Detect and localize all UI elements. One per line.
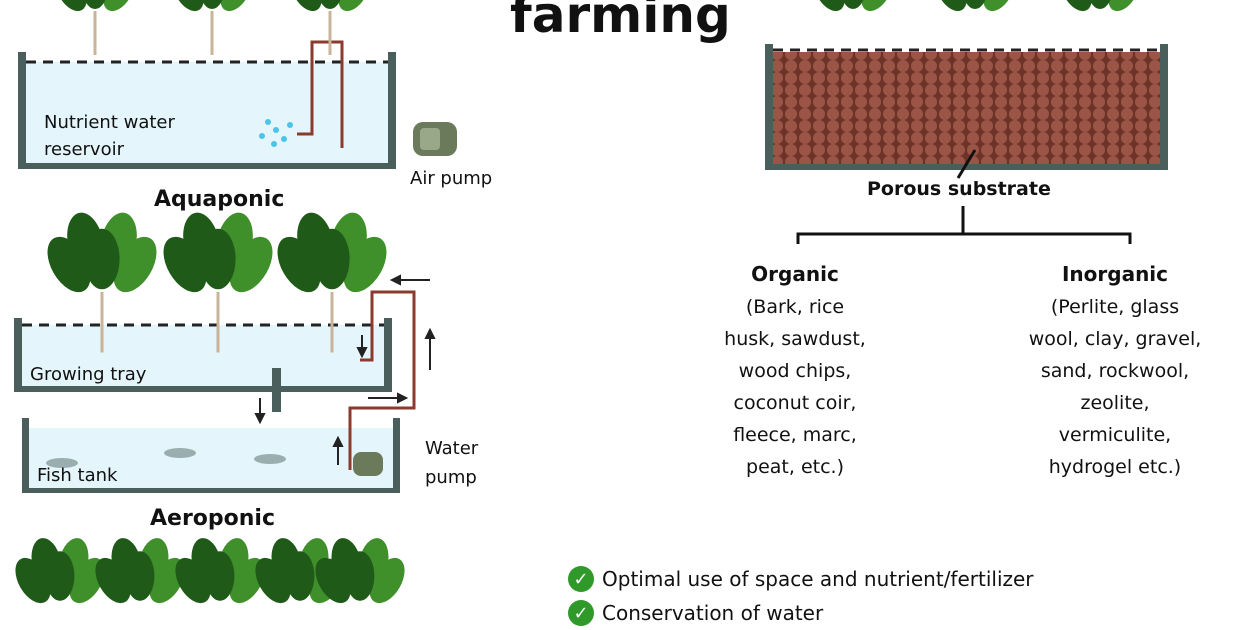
growing-tray-label: Growing tray	[30, 364, 147, 385]
spinach-plant-icon	[163, 212, 273, 353]
spinach-plant-icon	[47, 212, 157, 353]
aquaponic-heading: Aquaponic	[154, 187, 285, 212]
inorganic-item: sand, rockwool,	[1040, 360, 1190, 382]
air-pump-label: Air pump	[410, 168, 493, 189]
substrate-bed	[765, 44, 1168, 179]
spinach-plant-icon	[315, 538, 405, 604]
page-title: farming	[510, 0, 731, 44]
inorganic-item: hydrogel etc.)	[1048, 456, 1182, 478]
benefit-text: Conservation of water	[602, 601, 824, 625]
spinach-plant-icon	[277, 212, 387, 353]
reservoir-label-line2: reservoir	[44, 139, 124, 160]
air-bubbles	[259, 119, 293, 147]
organic-item: fleece, marc,	[733, 424, 857, 446]
spinach-plant-icon	[813, 0, 893, 12]
air-pipe	[297, 40, 344, 148]
checkmark-icon: ✓	[568, 566, 594, 592]
benefit-item: ✓ Optimal use of space and nutrient/fert…	[568, 566, 1034, 592]
aeroponic-heading: Aeroponic	[150, 506, 276, 531]
inorganic-column: Inorganic (Perlite, glass wool, clay, gr…	[1005, 258, 1225, 483]
water-pump-icon	[353, 452, 383, 476]
inorganic-item: zeolite,	[1080, 392, 1150, 414]
reservoir-label-line1: Nutrient water	[44, 112, 175, 133]
growing-tray	[14, 318, 392, 412]
water-pump-label-line2: pump	[425, 467, 477, 488]
organic-item: wood chips,	[738, 360, 852, 382]
organic-item: husk, sawdust,	[724, 328, 866, 350]
plant-icons	[15, 0, 1140, 604]
porous-substrate-label: Porous substrate	[867, 178, 1051, 200]
spinach-plant-icon	[55, 0, 135, 55]
air-pump-icon	[413, 122, 457, 156]
fish-tank	[22, 418, 400, 493]
inorganic-item: wool, clay, gravel,	[1028, 328, 1202, 350]
organic-item: coconut coir,	[733, 392, 857, 414]
spinach-plant-icon	[290, 0, 370, 55]
organic-column: Organic (Bark, rice husk, sawdust, wood …	[695, 258, 895, 483]
inorganic-item: (Perlite, glass	[1050, 296, 1180, 318]
checkmark-icon: ✓	[568, 600, 594, 626]
benefit-text: Optimal use of space and nutrient/fertil…	[602, 567, 1034, 591]
spinach-plant-icon	[935, 0, 1015, 12]
organic-item: (Bark, rice	[745, 296, 845, 318]
inorganic-item: vermiculite,	[1058, 424, 1172, 446]
benefit-item: ✓ Conservation of water	[568, 600, 823, 626]
classification-bracket	[796, 206, 1132, 244]
spinach-plant-icon	[172, 0, 252, 55]
organic-heading: Organic	[751, 262, 839, 286]
flow-arrows	[254, 274, 436, 465]
spinach-plant-icon	[175, 538, 265, 604]
fish-tank-label: Fish tank	[37, 465, 118, 486]
water-pump-label-line1: Water	[425, 438, 479, 459]
inorganic-heading: Inorganic	[1061, 262, 1169, 286]
fish-icons	[46, 448, 286, 468]
nutrient-reservoir-tank	[18, 52, 396, 169]
organic-item: peat, etc.)	[746, 456, 844, 478]
spinach-plant-icon	[1060, 0, 1140, 12]
water-pipe	[348, 290, 416, 470]
spinach-plant-icon	[95, 538, 185, 604]
